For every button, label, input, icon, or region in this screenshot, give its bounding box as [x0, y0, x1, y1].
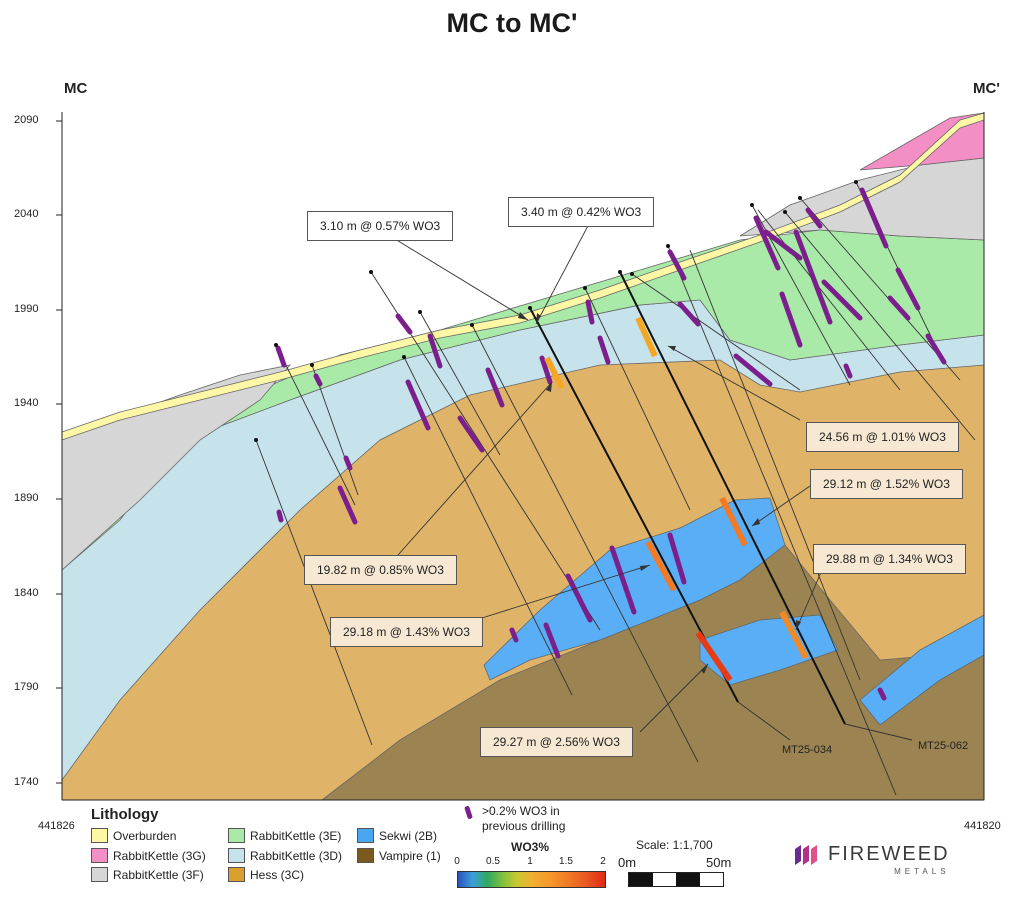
intercept-callout: 3.10 m @ 0.57% WO3	[307, 211, 454, 241]
legend-item: RabbitKettle (3D)	[228, 848, 342, 863]
elevation-label: 2040	[14, 208, 39, 220]
wo3-scale-title: WO3%	[511, 840, 550, 854]
logo-mark-icon	[795, 845, 817, 865]
scale-bar	[628, 872, 724, 887]
intercept-callout: 24.56 m @ 1.01% WO3	[806, 422, 959, 452]
section-end-label: MC'	[973, 80, 1000, 97]
elevation-label: 1840	[14, 587, 39, 599]
intercept-callout: 29.18 m @ 1.43% WO3	[330, 617, 483, 647]
company-logo: FIREWEED METALS	[793, 843, 950, 876]
elevation-label: 1790	[14, 681, 39, 693]
wo3-tick: 0	[454, 856, 460, 867]
hole-label: MT25-062	[918, 740, 969, 752]
legend-item: Vampire (1)	[357, 848, 441, 863]
unit-sekwi-lower	[699, 614, 839, 686]
wo3-tick: 2	[600, 856, 606, 867]
legend-item: Overburden	[91, 828, 176, 843]
easting-right: 441820	[964, 820, 1001, 832]
elevation-label: 1890	[14, 492, 39, 504]
elevation-ticks	[56, 120, 62, 784]
intercept-callout: 19.82 m @ 0.85% WO3	[304, 555, 457, 585]
page-title: MC to MC'	[446, 8, 578, 38]
previous-drilling-note: >0.2% WO3 in previous drilling	[482, 804, 566, 833]
hole-label: MT25-034	[782, 744, 833, 756]
callout-leaders	[389, 221, 913, 741]
legend-item: Sekwi (2B)	[357, 828, 437, 843]
easting-left: 441826	[38, 820, 75, 832]
legend-item: Hess (3C)	[228, 867, 304, 882]
logo-sub: METALS	[894, 867, 950, 876]
wo3-tick: 1	[527, 856, 533, 867]
elevation-label: 1740	[14, 776, 39, 788]
wo3-tick: 1.5	[559, 856, 573, 867]
new-drilling-intervals	[544, 316, 809, 682]
elevation-label: 2090	[14, 114, 39, 126]
scale-text: Scale: 1:1,700	[636, 838, 713, 852]
scale-start: 0m	[618, 855, 637, 870]
intercept-callout: 3.40 m @ 0.42% WO3	[508, 197, 655, 227]
legend-item: RabbitKettle (3G)	[91, 848, 206, 863]
wo3-tick: 0.5	[486, 856, 500, 867]
legend-title: Lithology	[91, 806, 159, 823]
hole-mt25-062-trace	[619, 271, 846, 725]
logo-name: FIREWEED	[828, 843, 950, 865]
callout-arrowheads	[518, 312, 801, 674]
wo3-color-ramp	[457, 871, 606, 888]
collars	[254, 180, 858, 442]
intercept-callout: 29.88 m @ 1.34% WO3	[813, 544, 966, 574]
intercept-callout: 29.27 m @ 2.56% WO3	[480, 727, 633, 757]
previous-drilling-intervals	[275, 187, 947, 701]
legend-item: RabbitKettle (3F)	[91, 867, 204, 882]
unit-sekwi-main	[483, 497, 786, 681]
legend-item: RabbitKettle (3E)	[228, 828, 341, 843]
intercept-callout: 29.12 m @ 1.52% WO3	[810, 469, 963, 499]
scale-end: 50m	[706, 855, 732, 870]
elevation-label: 1990	[14, 303, 39, 315]
elevation-label: 1940	[14, 397, 39, 409]
section-start-label: MC	[64, 80, 88, 97]
historic-drillholes	[255, 181, 976, 796]
